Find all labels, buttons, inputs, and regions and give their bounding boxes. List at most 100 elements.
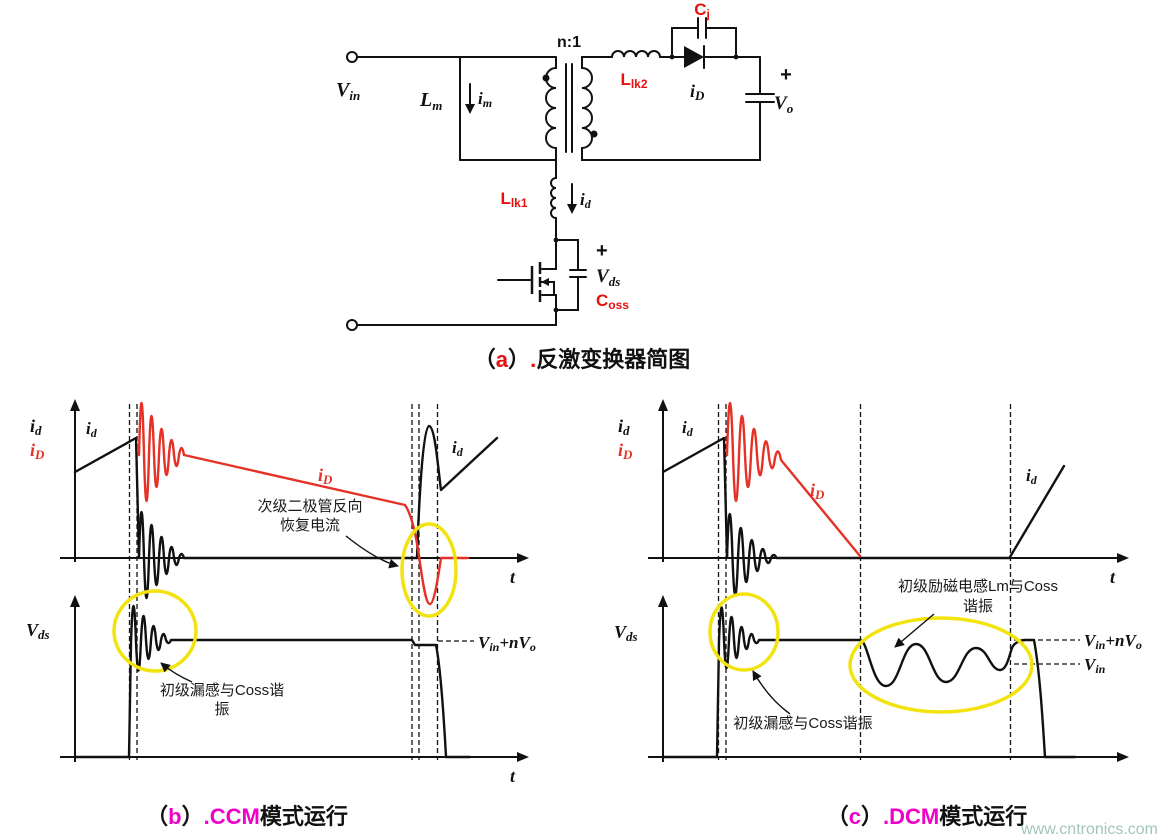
secondary-polarity-dot	[590, 130, 598, 138]
id-turnon-spike-trace	[415, 424, 499, 560]
x-axis-arrow	[1117, 553, 1129, 563]
annotation-text: 谐振	[963, 598, 993, 615]
vds-plus-sign: +	[596, 240, 608, 262]
switching-dashed-lines-b	[128, 404, 439, 760]
y-axis-label-iD: iD	[30, 440, 45, 462]
iD-trace-label: iD	[810, 480, 825, 502]
node-dot	[553, 237, 559, 243]
cj-lead-right	[705, 27, 737, 58]
secondary-return-wire	[581, 101, 761, 161]
input-terminal-top	[346, 51, 358, 63]
id-ramp2-trace	[1008, 464, 1066, 559]
annotation-text: 振	[214, 701, 229, 718]
dcm-waveform-panel: id iD id iD id t Vds Vin+nVo Vin 初级励磁电感L…	[614, 399, 1142, 829]
annotation-text: 恢复电流	[280, 516, 340, 534]
id-ramp-trace	[661, 436, 729, 558]
id-ramp-label: id	[682, 418, 694, 439]
node-dot	[553, 307, 559, 313]
coss-label: Coss	[596, 291, 629, 312]
vin-level-label: Vin	[1084, 655, 1106, 676]
vin-label: Vin	[336, 79, 360, 103]
y-axis-arrow	[658, 399, 668, 411]
arrow-head-down	[465, 104, 475, 114]
iD-trace	[725, 401, 862, 558]
ccm-vds-plot: Vds Vin+nVo t 初级漏感与Coss谐 振	[26, 589, 536, 786]
y-axis-label-iD: iD	[618, 440, 633, 462]
id-ringing-trace	[725, 513, 1012, 596]
coss-capacitor	[553, 237, 587, 313]
vin-nvo-level-label: Vin+nVo	[478, 633, 536, 654]
caption-c: （c）.DCM模式运行	[827, 804, 1028, 829]
time-axis-label: t	[510, 567, 516, 587]
vds-axis-label: Vds	[614, 622, 638, 644]
x-axis-arrow	[1117, 752, 1129, 762]
output-cap-plates	[745, 93, 775, 103]
secondary-side	[581, 17, 775, 161]
id-current-arrow	[567, 183, 577, 214]
arrow-head-down	[567, 204, 577, 214]
coss-top-lead	[555, 239, 579, 271]
highlight-circle-leakage-ringing	[708, 592, 780, 672]
primary-polarity-dot	[542, 74, 550, 82]
caption-b: （b）.CCM模式运行	[146, 804, 348, 829]
secondary-winding	[581, 67, 593, 149]
dcm-vds-plot: Vds Vin+nVo Vin 初级励磁电感Lm与Coss 谐振 初级漏感与Co…	[614, 578, 1142, 762]
drain-current-label: id	[580, 190, 592, 211]
output-plus-sign: +	[780, 64, 792, 86]
diode-triangle	[684, 46, 704, 68]
y-axis-arrow	[70, 595, 80, 607]
annotation-text: 初级漏感与Coss谐振	[733, 715, 872, 732]
cj-lead-left	[671, 27, 699, 58]
input-terminal-bottom	[346, 319, 358, 331]
annotation-leader-line	[160, 662, 193, 683]
cj-label: Cj	[694, 0, 710, 21]
diode-current-label: iD	[690, 81, 705, 103]
time-axis-label: t	[510, 766, 516, 786]
y-axis-label-id: id	[30, 416, 42, 438]
coss-bottom-lead	[555, 276, 579, 311]
switching-dashed-lines-c	[717, 404, 1012, 760]
highlight-circle-lm-ringing	[848, 616, 1034, 714]
id-ramp2-label: id	[452, 438, 464, 459]
flyback-schematic: Vin Lm im n:1 Llk2 Cj iD + Vo Llk1 id + …	[336, 0, 794, 372]
source-lead	[541, 294, 557, 326]
id-ramp2-label: id	[1026, 466, 1038, 487]
primary-winding	[545, 67, 557, 149]
annotation-reverse-recovery: 次级二极管反向 恢复电流	[257, 498, 399, 569]
vds-trace	[661, 606, 1077, 759]
id-ringing-trace	[137, 510, 419, 599]
caption-a: （a）.反激变换器简图	[474, 347, 690, 372]
ccm-waveform-panel: id iD id iD id t 次级二极管反向 恢复电流 Vds Vin+nV…	[26, 399, 536, 829]
time-axis-label: t	[1110, 567, 1116, 587]
annotation-leader-line	[752, 670, 791, 715]
highlight-circle-reverse-recovery	[400, 522, 458, 618]
llk1-inductor	[550, 177, 557, 219]
vds-trace	[73, 604, 472, 759]
coss-plates	[569, 269, 587, 278]
node-dot	[733, 54, 739, 60]
x-axis-arrow	[517, 553, 529, 563]
highlight-circle-leakage-ringing	[112, 589, 198, 673]
vo-label: Vo	[774, 93, 794, 116]
y-axis-arrow	[658, 595, 668, 607]
vds-axis-label: Vds	[26, 620, 50, 642]
im-label: im	[478, 89, 492, 110]
id-ramp-trace	[73, 436, 141, 558]
body-arrow	[541, 278, 549, 286]
ccm-current-plot: id iD id iD id t 次级二极管反向 恢复电流	[30, 399, 529, 618]
x-axis-arrow	[517, 752, 529, 762]
llk2-inductor	[611, 50, 661, 58]
id-ramp-label: id	[86, 419, 98, 440]
wire	[581, 56, 613, 69]
annotation-lm-resonance: 初级励磁电感Lm与Coss 谐振	[894, 578, 1058, 648]
im-current-arrow	[465, 83, 475, 114]
node-dot	[669, 54, 675, 60]
iD-trace	[137, 401, 470, 606]
llk1-label: Llk1	[500, 189, 527, 210]
annotation-text: 初级漏感与Coss谐	[160, 682, 284, 699]
vin-nvo-level-label: Vin+nVo	[1084, 631, 1142, 652]
annotation-text: 初级励磁电感Lm与Coss	[898, 578, 1058, 595]
annotation-leakage-resonance: 初级漏感与Coss谐 振	[160, 662, 284, 718]
